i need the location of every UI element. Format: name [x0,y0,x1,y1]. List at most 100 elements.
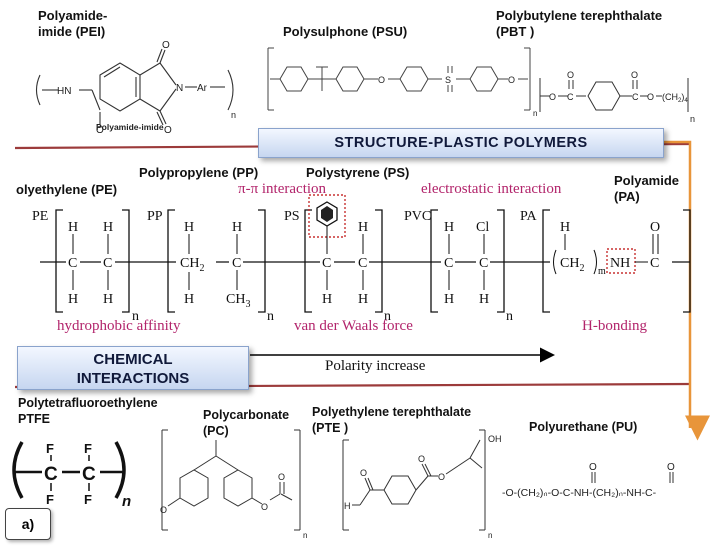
pp-h3: H [184,292,194,307]
pe-h2: H [103,220,113,235]
pc-o2: O [261,502,268,512]
pei-hn: HN [57,86,71,97]
pbt-o1: O [549,92,556,102]
pei-ar: Ar [197,83,208,94]
pc-structure [161,429,301,531]
pei-name-line2: imide (PEI) [38,24,106,39]
psu-o1: O [378,75,385,85]
pei-o1: O [96,125,104,136]
pvc-n: n [506,309,513,324]
pte-oh: OH [488,434,502,444]
pp-tag: PP [147,209,163,224]
pp-ch2: CH2 [180,256,204,274]
ps-h2: H [322,292,332,307]
pe-c2: C [103,256,112,271]
ptfe-name-line2: PTFE [18,412,50,426]
structure-plastic-polymers-banner: STRUCTURE-PLASTIC POLYMERS [258,128,664,158]
pbt-ch2: (CH2)4 [662,92,688,104]
chemical-interactions-banner: CHEMICAL INTERACTIONS [17,346,249,390]
orange-arrow [662,140,710,441]
pbt-o-dbl2: O [631,70,638,80]
psu-name: Polysulphone (PSU) [283,24,408,39]
pu-name: Polyurethane (PU) [529,420,638,434]
pte-h: H [344,501,351,511]
pte-structure [342,429,486,531]
pi-pi-interaction-label: π-π interaction [238,181,327,197]
pvc-h1: H [444,220,454,235]
pp-n: n [267,309,274,324]
pa-name-line2: (PA) [614,189,640,204]
ptfe-n: n [122,493,131,510]
pte-o2: O [418,454,425,464]
pe-tag: PE [32,209,48,224]
pei-o3: O [164,125,172,136]
pvc-c1: C [444,256,453,271]
ps-h3: H [358,292,368,307]
pa-name-line1: Polyamide [614,173,680,188]
pc-o1: O [160,505,167,515]
ptfe-f3: F [46,492,54,507]
chemical-interactions-line2: INTERACTIONS [76,370,190,387]
pei-name-line1: Polyamide- [38,8,108,23]
pp-ch3: CH3 [226,292,250,310]
pu-structure [591,472,674,483]
electrostatic-interaction-label: electrostatic interaction [421,181,562,197]
pu-formula: -O-(CH₂)ₙ-O-C-NH-(CH₂)ₙ-NH-C- [502,487,657,499]
pc-name-line1: Polycarbonate [203,408,290,422]
pvc-h2: H [444,292,454,307]
ptfe-name-line1: Polytetrafluoroethylene [18,396,158,410]
pte-name-line2: (PTE ) [312,421,349,435]
ps-n: n [384,309,391,324]
pa-o: O [650,220,660,235]
pp-name: Polypropylene (PP) [139,165,259,180]
pp-c: C [232,256,241,271]
pe-h4: H [103,292,113,307]
pbt-structure [539,78,689,112]
h-bonding-label: H-bonding [582,318,647,334]
pa-h: H [560,220,570,235]
ps-h1: H [358,220,368,235]
pu-o2: O [667,462,675,473]
psu-o2: O [508,75,515,85]
pbt-c1: C [567,92,574,102]
ptfe-c2: C [82,464,96,485]
pbt-o-dbl1: O [567,70,574,80]
ptfe-c1: C [44,464,58,485]
polarity-increase-label: Polarity increase [325,358,426,374]
pei-o2: O [162,40,170,51]
pte-n: n [488,531,492,540]
pbt-name-line2: (PBT ) [496,24,535,39]
chemical-interactions-line1: CHEMICAL [93,351,173,368]
ptfe-f1: F [46,441,54,456]
pei-n: n [231,110,236,120]
pe-c1: C [68,256,77,271]
panel-label: a) [5,508,51,540]
pa-nh: NH [610,256,630,271]
pe-name: olyethylene (PE) [16,182,118,197]
ps-c1: C [322,256,331,271]
pvc-h3: H [479,292,489,307]
ptfe-structure: C C F F F F n [12,441,131,510]
ps-name: Polystyrene (PS) [306,165,410,180]
middle-structures: PE n H H C C H H PP n H H CH2 C H CH3 PS [32,194,691,324]
pe-n: n [132,309,139,324]
pc-o3: O [278,472,285,482]
pc-name-line2: (PC) [203,424,229,438]
psu-s: S [445,75,451,85]
ptfe-f4: F [84,492,92,507]
pbt-n: n [690,114,695,124]
pei-caption: Polyamide-imide [96,122,164,132]
pvc-c2: C [479,256,488,271]
pa-nh-highlight [606,248,636,274]
pe-h1: H [68,220,78,235]
pa-tag: PA [520,209,538,224]
pe-h3: H [68,292,78,307]
pei-structure [35,48,234,126]
pte-name-line1: Polyethylene terephthalate [312,405,472,419]
pvc-tag: PVC [404,209,431,224]
pte-o1: O [360,468,367,478]
pbt-o2: O [647,92,654,102]
pa-ch2: CH2 [560,256,584,274]
